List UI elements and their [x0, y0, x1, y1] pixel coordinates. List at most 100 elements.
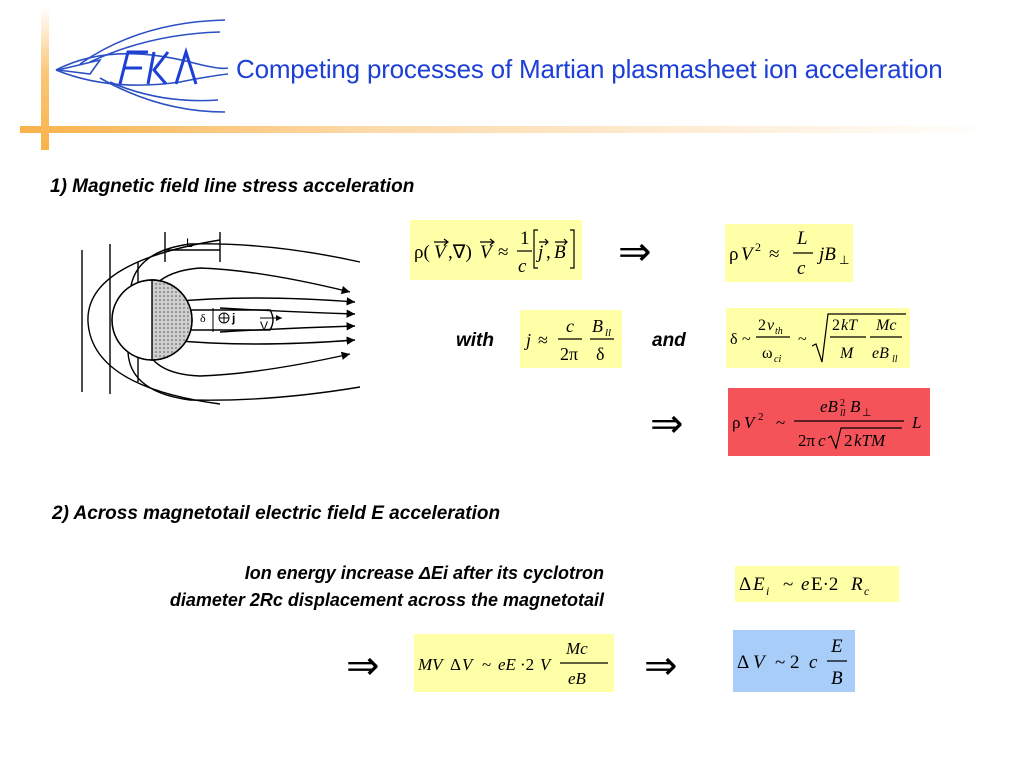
formula-box-momentum: ρ( V ,∇) V ≈ 1 c j , B — [410, 220, 582, 280]
svg-text:jB: jB — [816, 244, 836, 265]
svg-text:V: V — [462, 655, 475, 674]
svg-text:B: B — [850, 397, 861, 416]
svg-text:B: B — [831, 668, 843, 689]
svg-text:ci: ci — [774, 354, 781, 365]
svg-text:2: 2 — [758, 411, 764, 423]
svg-text:eB: eB — [568, 669, 587, 688]
svg-text:,: , — [546, 242, 551, 263]
svg-text:~: ~ — [742, 331, 751, 348]
svg-text:j: j — [524, 330, 531, 350]
svg-text:1: 1 — [520, 228, 530, 249]
svg-text:eB: eB — [872, 345, 889, 362]
implies-arrow-4: ⇒ — [644, 643, 678, 689]
svg-text:2: 2 — [755, 240, 761, 254]
formula-box-result-2: ρ V 2 ~ eB 2 ll B ⊥ 2π c 2 kTM L — [728, 388, 930, 456]
field-line-diagram: L δ j V — [81, 232, 361, 405]
section-2-desc-line-1: Ion energy increase ΔEi after its cyclot… — [244, 563, 604, 583]
formula-thickness: δ ~ 2 v th ω ci ~ 2 kT M Mc eB ll — [730, 313, 906, 365]
svg-text:≈: ≈ — [498, 242, 508, 263]
svg-text:V: V — [753, 652, 767, 673]
institute-logo — [55, 19, 229, 113]
svg-text:~: ~ — [783, 574, 793, 595]
svg-text:L: L — [911, 413, 921, 432]
svg-text:ρ: ρ — [729, 244, 738, 265]
svg-text:kT: kT — [841, 317, 858, 334]
svg-text:·2: ·2 — [520, 655, 534, 674]
svg-text:Δ: Δ — [450, 655, 461, 674]
header-accent-bar — [20, 126, 1000, 133]
implies-arrow-2: ⇒ — [650, 401, 684, 447]
svg-text:v: v — [767, 317, 775, 334]
formula-box-result-1: ρ V 2 ≈ L c jB ⊥ — [725, 224, 853, 282]
formula-velocity-equation: MV Δ V ~ eE ·2 V Mc eB — [417, 639, 608, 688]
svg-text:j: j — [535, 242, 543, 263]
formula-result-1: ρ V 2 ≈ L c jB ⊥ — [729, 228, 849, 279]
svg-text:V: V — [540, 655, 553, 674]
svg-text:c: c — [809, 652, 818, 673]
svg-text:ρ: ρ — [732, 413, 740, 432]
svg-text:Mc: Mc — [875, 317, 896, 334]
formula-energy: Δ E i ~ e E·2 R c — [739, 574, 870, 598]
svg-text:eB: eB — [820, 397, 839, 416]
svg-text:eE: eE — [498, 655, 517, 674]
svg-text:M: M — [839, 345, 855, 362]
svg-text:c: c — [566, 316, 574, 336]
svg-text:2: 2 — [840, 398, 845, 409]
svg-text:~: ~ — [776, 413, 785, 432]
formula-box-current: j ≈ c 2π B ll δ — [520, 310, 622, 368]
and-label: and — [652, 330, 686, 351]
svg-text:i: i — [766, 584, 769, 598]
svg-text:⊥: ⊥ — [839, 253, 849, 267]
with-label: with — [456, 330, 494, 351]
svg-text:kTM: kTM — [854, 431, 886, 450]
svg-text:V: V — [480, 242, 494, 263]
svg-text:c: c — [797, 258, 806, 279]
svg-text:V: V — [434, 242, 448, 263]
svg-text:2: 2 — [844, 431, 853, 450]
svg-text:th: th — [775, 326, 783, 337]
svg-text:R: R — [850, 574, 863, 595]
section-2-description: Ion energy increase ΔEi after its cyclot… — [40, 560, 604, 614]
formula-box-energy: Δ E i ~ e E·2 R c — [735, 566, 899, 602]
svg-text:⊥: ⊥ — [862, 407, 872, 419]
formula-current: j ≈ c 2π B ll δ — [524, 316, 614, 364]
svg-text:2π: 2π — [798, 431, 816, 450]
svg-text:ρ(: ρ( — [414, 242, 430, 263]
implies-arrow-3: ⇒ — [346, 643, 380, 689]
svg-text:c: c — [518, 256, 527, 277]
formula-box-thickness: δ ~ 2 v th ω ci ~ 2 kT M Mc eB ll — [726, 308, 910, 368]
svg-text:L: L — [796, 228, 808, 249]
svg-text:2: 2 — [832, 317, 840, 334]
formula-result-2: ρ V 2 ~ eB 2 ll B ⊥ 2π c 2 kTM L — [732, 397, 921, 450]
svg-text:~ 2: ~ 2 — [775, 652, 800, 673]
svg-text:≈: ≈ — [538, 330, 548, 350]
diagram-label-V: V — [260, 319, 268, 333]
svg-text:Δ: Δ — [737, 652, 749, 673]
svg-text:2: 2 — [758, 317, 766, 334]
formula-result-3: Δ V ~ 2 c E B — [737, 636, 847, 689]
diagram-label-delta: δ — [200, 311, 206, 325]
svg-text:ll: ll — [605, 327, 611, 339]
formula-box-velocity-equation: MV Δ V ~ eE ·2 V Mc eB — [414, 634, 614, 692]
section-2-heading: 2) Across magnetotail electric field E a… — [52, 503, 501, 524]
svg-text:δ: δ — [596, 344, 604, 364]
svg-text:≈: ≈ — [769, 244, 779, 265]
svg-text:c: c — [864, 584, 870, 598]
svg-text:δ: δ — [730, 331, 738, 348]
svg-text:E·2: E·2 — [811, 574, 838, 595]
svg-text:V: V — [741, 244, 755, 265]
header-accent-vertical — [41, 8, 49, 150]
svg-text:E: E — [752, 574, 765, 595]
page-title: Competing processes of Martian plasmashe… — [236, 54, 943, 84]
svg-text:,∇): ,∇) — [448, 242, 472, 263]
diagram-label-L: L — [186, 236, 193, 250]
section-1-heading: 1) Magnetic field line stress accelerati… — [50, 176, 415, 197]
svg-text:e: e — [801, 574, 809, 595]
formula-box-result-3: Δ V ~ 2 c E B — [733, 630, 855, 692]
svg-text:ll: ll — [892, 354, 898, 365]
svg-text:V: V — [744, 413, 757, 432]
svg-text:~: ~ — [482, 655, 491, 674]
svg-text:E: E — [830, 636, 843, 657]
svg-text:Mc: Mc — [565, 639, 588, 658]
svg-text:~: ~ — [798, 331, 807, 348]
